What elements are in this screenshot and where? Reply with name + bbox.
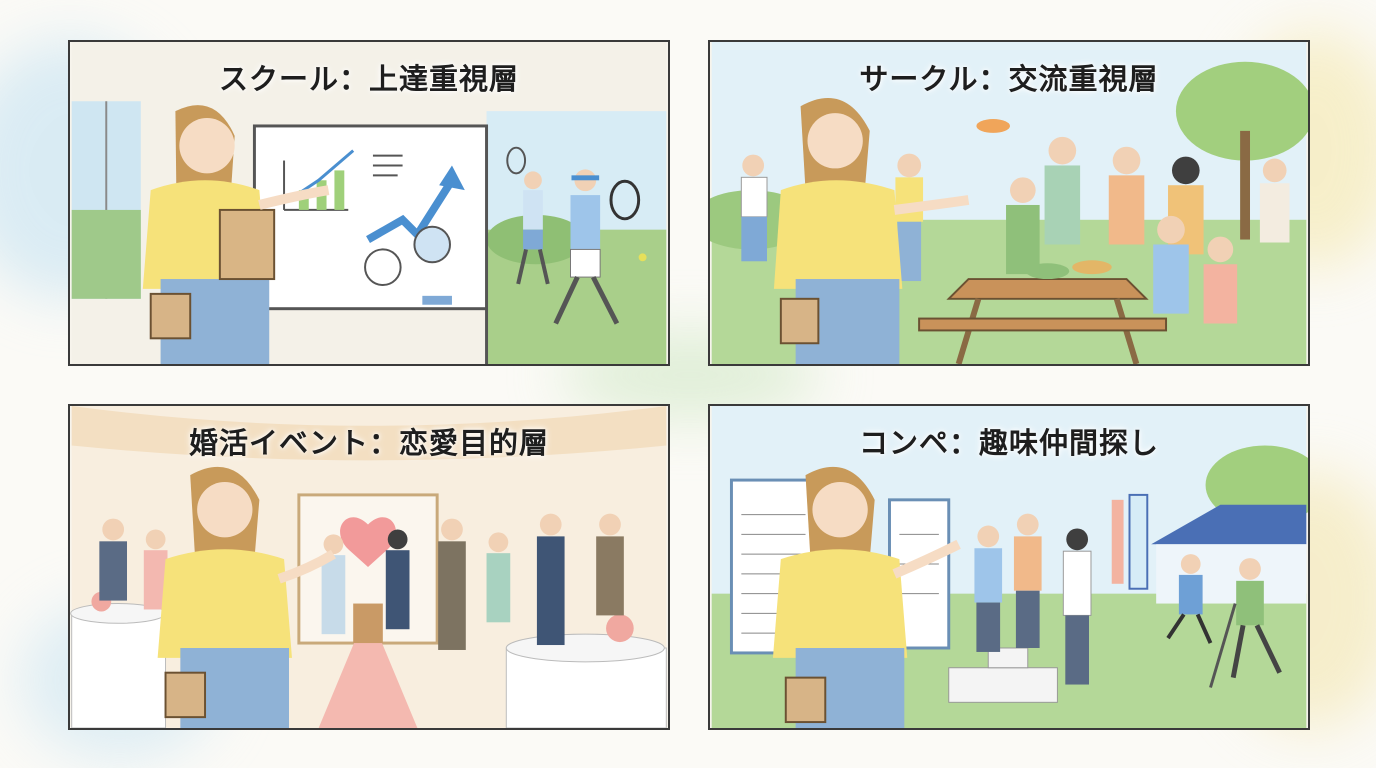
tennis-player (506, 146, 550, 285)
host-woman (157, 466, 336, 728)
panel-konkatsu: 婚活イベント：恋愛目的層 (68, 404, 670, 730)
panel-compe: コンペ：趣味仲間探し (708, 404, 1310, 730)
circle-scene (710, 42, 1308, 364)
heart-icon (340, 517, 396, 567)
panel-caption: 婚活イベント：恋愛目的層 (188, 426, 549, 460)
panel-caption: サークル：交流重視層 (859, 62, 1159, 96)
banner (1111, 499, 1124, 584)
host-woman (772, 466, 961, 728)
frisbee (976, 119, 1010, 133)
guests (99, 513, 624, 650)
tent (1151, 504, 1307, 545)
panel-circle: サークル：交流重視層 (708, 40, 1310, 366)
podium (948, 513, 1092, 703)
whiteboard (252, 124, 489, 364)
panel-school: スクール：上達重視層 (68, 40, 670, 366)
friends-group (740, 136, 1290, 324)
banner (1128, 493, 1149, 590)
compe-scene (711, 406, 1308, 728)
panel-caption: スクール：上達重視層 (218, 62, 519, 96)
konkatsu-scene (70, 406, 667, 728)
panel-caption: コンペ：趣味仲間探し (858, 426, 1159, 460)
presenter-woman (142, 105, 330, 364)
players (1166, 554, 1282, 688)
tennis-player (553, 169, 647, 325)
school-scene (71, 42, 667, 364)
host-woman (773, 97, 970, 364)
picnic-table (918, 260, 1168, 364)
